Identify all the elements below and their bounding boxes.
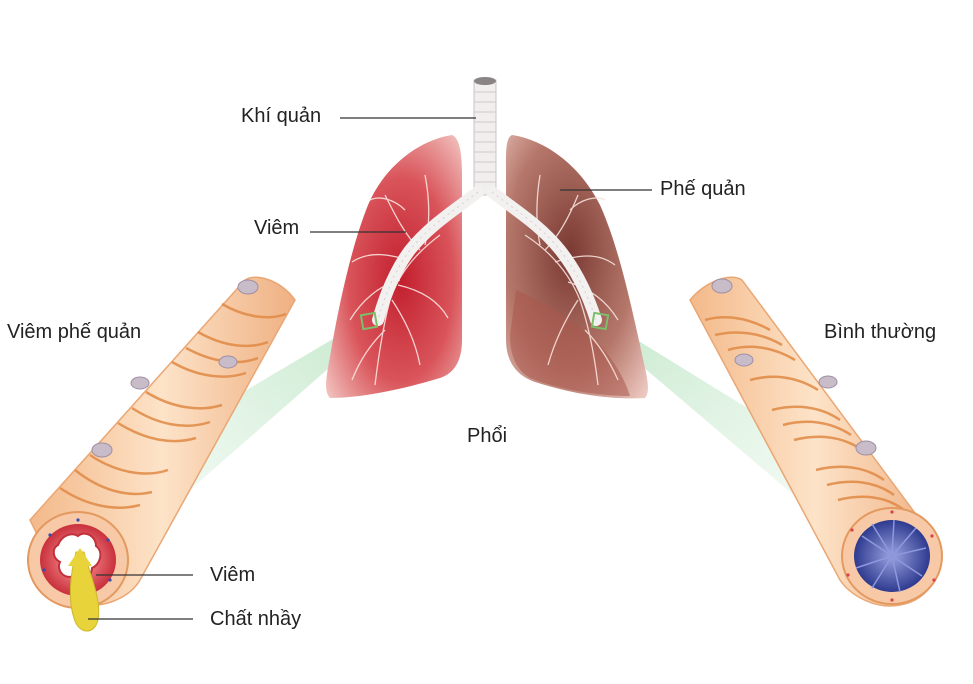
leader-lines [88,117,652,620]
normal-airway-tube [689,276,943,607]
zoom-box-right [590,311,610,331]
label-bronchi: Phế quản [660,178,746,200]
right-main-bronchus-outline [491,191,597,321]
label-trachea: Khí quản [241,105,322,127]
label-bronchitis: Viêm phế quản [7,321,142,343]
label-mucus: Chất nhầy [210,608,302,630]
left-main-bronchus-outline [377,191,479,321]
label-inflamed-airway: Viêm [210,564,256,586]
trachea [473,77,497,196]
label-lungs: Phổi [467,425,508,447]
label-inflamed-lung: Viêm [254,217,300,239]
mucus-drop [69,551,100,632]
zoom-box-left [359,311,379,331]
right-lung-lower-lobe [510,290,630,396]
mucus-arrow-head [68,548,92,566]
label-normal: Bình thường [824,321,937,343]
